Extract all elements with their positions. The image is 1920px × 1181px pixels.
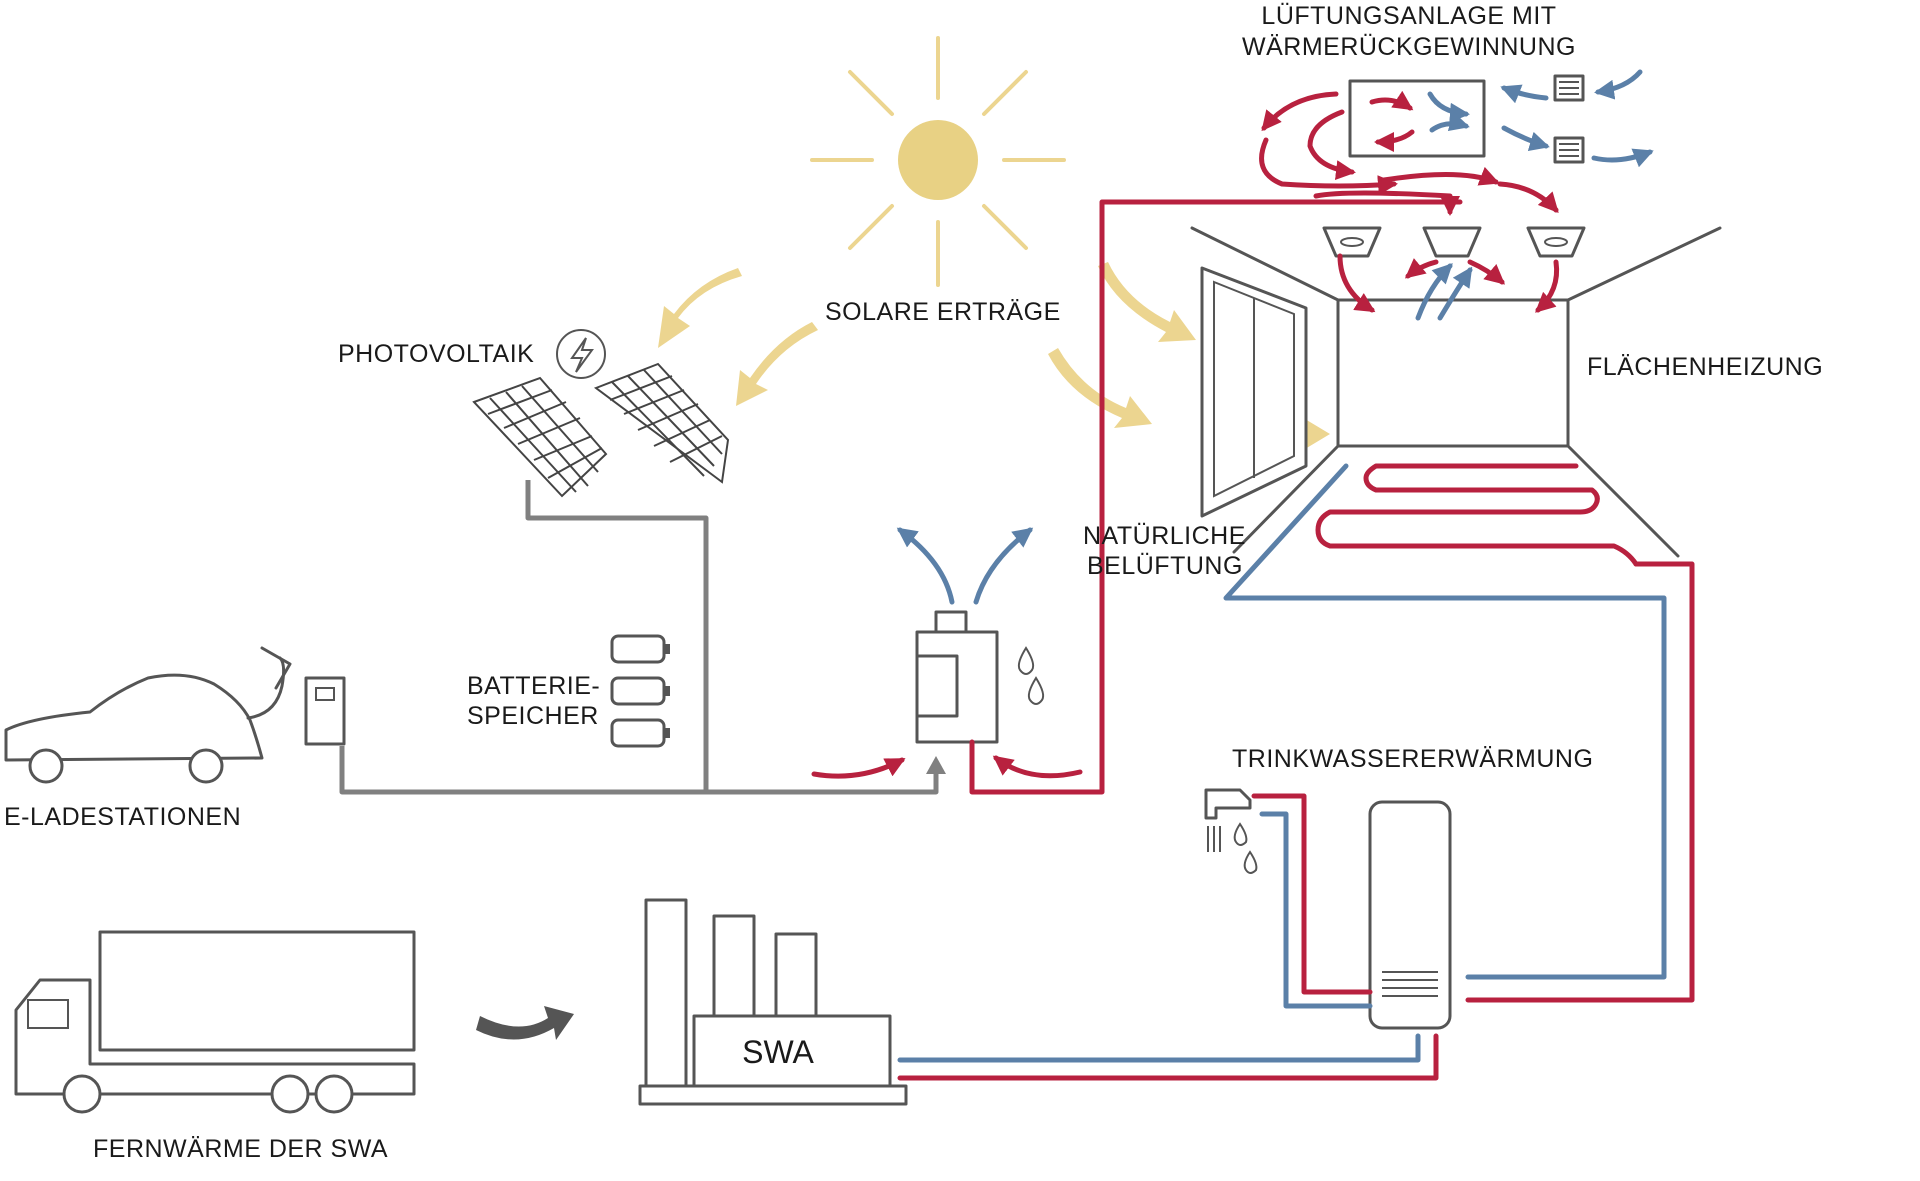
boiler-icon [1368, 800, 1452, 1030]
label-ev-charging: E-LADESTATIONEN [4, 803, 241, 831]
electric-wiring [339, 480, 946, 795]
label-plant: SWA [742, 1034, 814, 1070]
solar-panel-icon [472, 362, 730, 498]
heat-pump-airflow [811, 527, 1083, 779]
delivery-arrow [476, 1006, 574, 1040]
ventilation-airflow [1259, 69, 1654, 216]
lightning-icon [556, 329, 606, 379]
label-ventilation-1: LÜFTUNGSANLAGE MIT [1261, 2, 1556, 30]
sun-icon [810, 36, 1066, 287]
label-solar: SOLARE ERTRÄGE [825, 298, 1061, 326]
label-surface-heating: FLÄCHENHEIZUNG [1587, 353, 1823, 381]
charging-station-icon [260, 646, 346, 746]
window-icon [1200, 266, 1308, 518]
label-battery-1: BATTERIE- [467, 672, 600, 700]
power-plant-icon [638, 898, 908, 1106]
car-icon [4, 656, 286, 784]
battery-icon [610, 634, 670, 748]
ceiling-diffuser-icon [1322, 226, 1586, 258]
water-drop-icon [1233, 822, 1258, 874]
label-natural-ventilation-2: BELÜFTUNG [1087, 552, 1243, 580]
heat-pump-icon [915, 610, 999, 744]
supply-pipe [969, 199, 1463, 795]
label-district-heating: FERNWÄRME DER SWA [93, 1135, 388, 1163]
vent-grille-icon [1553, 74, 1585, 164]
label-natural-ventilation-1: NATÜRLICHE [1083, 522, 1246, 550]
truck-icon [14, 930, 416, 1114]
label-battery-2: SPEICHER [467, 702, 599, 730]
hot-water-pipes [897, 793, 1439, 1081]
floor-heating-coil [1223, 463, 1695, 1003]
water-drop-icon [1017, 646, 1045, 705]
ventilation-unit-icon [1348, 79, 1486, 158]
label-photovoltaics: PHOTOVOLTAIK [338, 340, 534, 368]
label-water-heating: TRINKWASSERERWÄRMUNG [1232, 745, 1593, 773]
label-ventilation-2: WÄRMERÜCKGEWINNUNG [1242, 33, 1576, 61]
tap-icon [1204, 788, 1252, 852]
room-airflow [1337, 253, 1560, 321]
